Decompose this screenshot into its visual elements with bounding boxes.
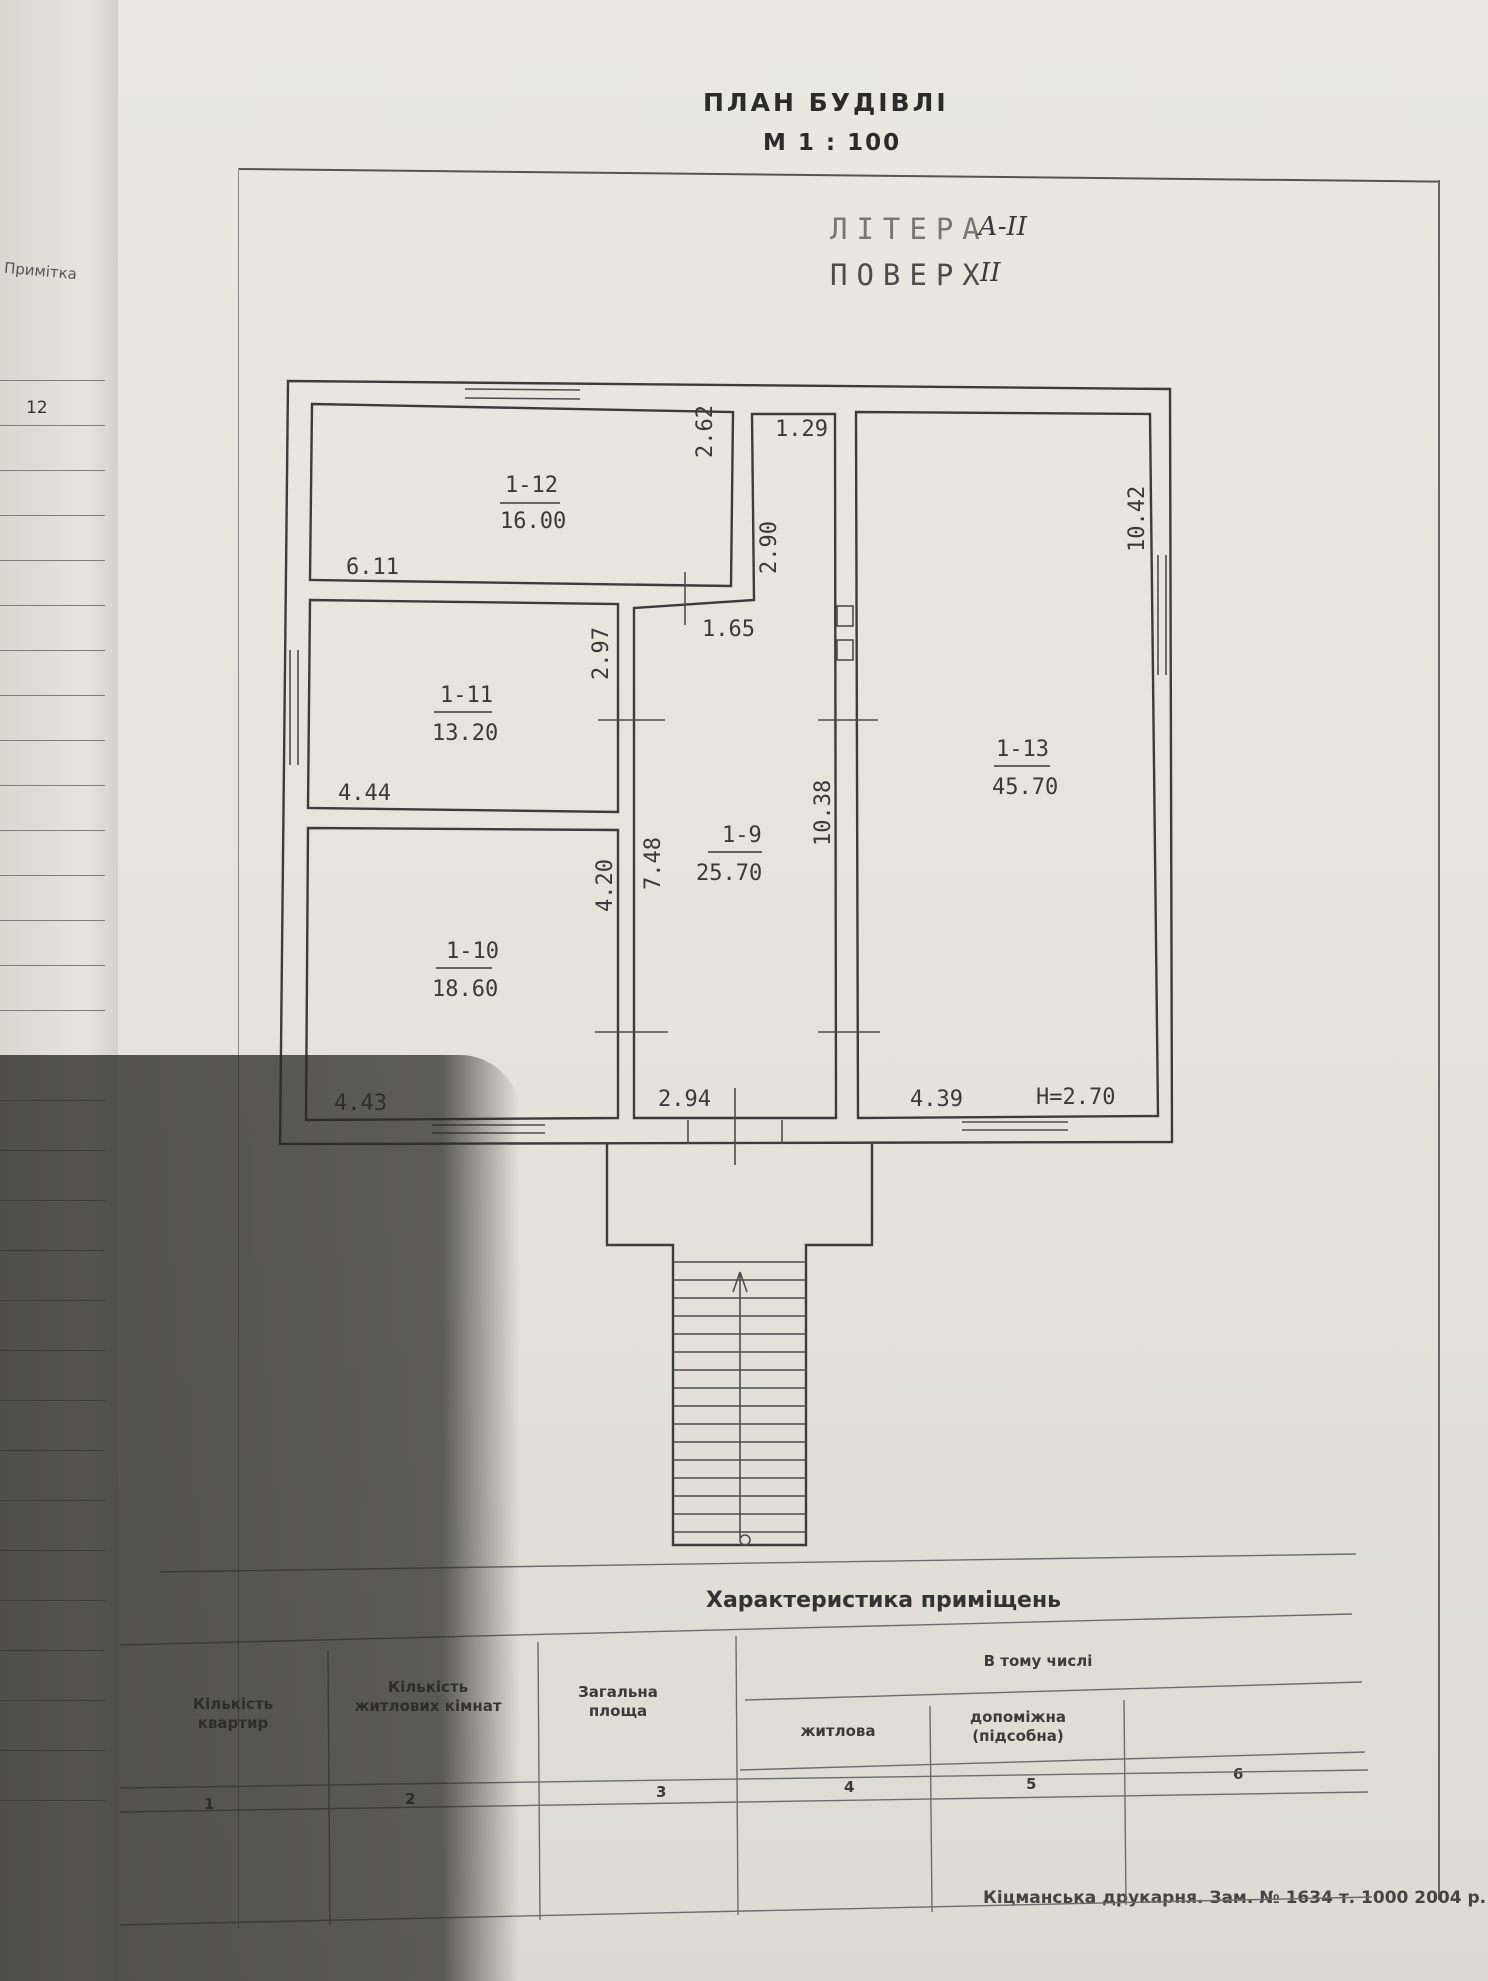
room-1-12-dim-height: 2.62 — [693, 405, 718, 458]
room-1-13-dim-width: 4.39 — [910, 1087, 963, 1112]
room-1-9-dim-right: 10.38 — [811, 780, 836, 846]
room-1-11-area: 13.20 — [432, 721, 498, 746]
header-living-area: житлова — [800, 1722, 876, 1740]
room-1-9-wall — [632, 412, 838, 1120]
column-number: 5 — [1026, 1775, 1037, 1793]
left-page-rule — [0, 425, 105, 426]
column-number: 4 — [844, 1778, 855, 1796]
window-top — [464, 388, 581, 400]
room-1-9-dim-upper: 2.90 — [757, 521, 782, 574]
litera-value: А-ІІ — [978, 212, 1028, 242]
table-col-divider — [735, 1635, 739, 1916]
ceiling-height-note: H=2.70 — [1036, 1085, 1115, 1110]
header-total-area: Загальна площа — [578, 1683, 658, 1720]
table-col-divider — [1123, 1699, 1127, 1906]
door-marks — [595, 572, 880, 1033]
left-page-rule — [0, 1010, 105, 1011]
room-1-10-id: 1-10 — [446, 939, 499, 964]
left-page-rule — [0, 380, 105, 381]
table-col-divider — [929, 1705, 933, 1913]
table-col-divider — [537, 1641, 541, 1921]
window-left — [289, 650, 299, 765]
window-bottom-right — [962, 1121, 1068, 1131]
window-bottom-left — [432, 1124, 545, 1134]
frame-border-right — [1438, 180, 1440, 1900]
room-1-9-dim-top: 1.29 — [775, 417, 828, 442]
left-page-rule — [0, 965, 105, 966]
column-number: 6 — [1233, 1765, 1244, 1783]
left-page-rule — [0, 920, 105, 921]
room-1-11-dim-width: 4.44 — [338, 781, 391, 806]
room-1-10-area: 18.60 — [432, 977, 498, 1002]
table-col-divider — [327, 1649, 331, 1926]
left-page-number: 12 — [26, 398, 48, 418]
left-page-rule — [0, 470, 105, 471]
table-header-rule-upper — [744, 1681, 1363, 1701]
table-top-rule — [159, 1553, 1357, 1573]
left-page-rule — [0, 785, 105, 786]
chimney-1 — [836, 605, 854, 627]
room-1-9-dim-bottom: 2.94 — [658, 1087, 711, 1112]
room-1-13-dim-height: 10.42 — [1125, 486, 1150, 552]
room-1-9-dim-left: 7.48 — [641, 837, 666, 890]
porch-wall — [605, 1144, 874, 1547]
stair-start-mark — [739, 1534, 751, 1546]
room-1-12-area: 16.00 — [500, 509, 566, 534]
left-page-rule — [0, 695, 105, 696]
floor-label: ПОВЕРХ — [830, 258, 989, 292]
table-numbers-rule — [119, 1769, 1369, 1789]
room-1-9-id: 1-9 — [722, 823, 762, 848]
room-1-9-dim-mid: 1.65 — [702, 617, 755, 642]
room-1-12-dim-width: 6.11 — [346, 555, 399, 580]
room-1-10-dim-height: 4.20 — [593, 859, 618, 912]
entrance-door — [687, 1088, 783, 1165]
stair-arrow — [732, 1271, 748, 1538]
left-page-rule — [0, 830, 105, 831]
document-title: ПЛАН БУДІВЛІ — [703, 88, 949, 117]
left-page-rule — [0, 875, 105, 876]
room-1-12-wall — [308, 402, 735, 588]
room-1-10-dim-width: 4.43 — [334, 1091, 387, 1116]
room-1-12-id: 1-12 — [505, 473, 558, 498]
table-body-rule — [119, 1791, 1369, 1813]
floor-value: ІІ — [980, 258, 1001, 288]
room-1-13-wall — [854, 410, 1160, 1120]
room-1-11-id: 1-11 — [440, 683, 493, 708]
table-bottom-rule — [119, 1896, 1373, 1926]
outer-wall — [278, 379, 1174, 1146]
left-page-rule — [0, 605, 105, 606]
left-page-rule — [0, 515, 105, 516]
left-page-rule — [0, 650, 105, 651]
litera-label: ЛІТЕРА — [830, 212, 989, 246]
left-page-rule — [0, 740, 105, 741]
plan-scale: М 1 : 100 — [763, 130, 902, 156]
room-1-11-wall — [306, 598, 620, 814]
left-page-rule — [0, 560, 105, 561]
table-header-rule-lower — [739, 1751, 1366, 1771]
room-1-13-id: 1-13 — [996, 737, 1049, 762]
chimney-2 — [836, 639, 854, 661]
header-auxiliary-area: допоміжна (підсобна) — [970, 1708, 1066, 1745]
room-1-11-dim-height: 2.97 — [589, 627, 614, 680]
column-number: 3 — [656, 1783, 667, 1801]
room-1-13-area: 45.70 — [992, 775, 1058, 800]
room-1-10-wall — [304, 826, 620, 1122]
frame-border-left — [238, 168, 239, 1928]
header-including: В тому числі — [983, 1652, 1093, 1670]
window-right — [1157, 555, 1167, 675]
room-1-9-area: 25.70 — [696, 861, 762, 886]
table-title: Характеристика приміщень — [706, 1588, 1062, 1613]
